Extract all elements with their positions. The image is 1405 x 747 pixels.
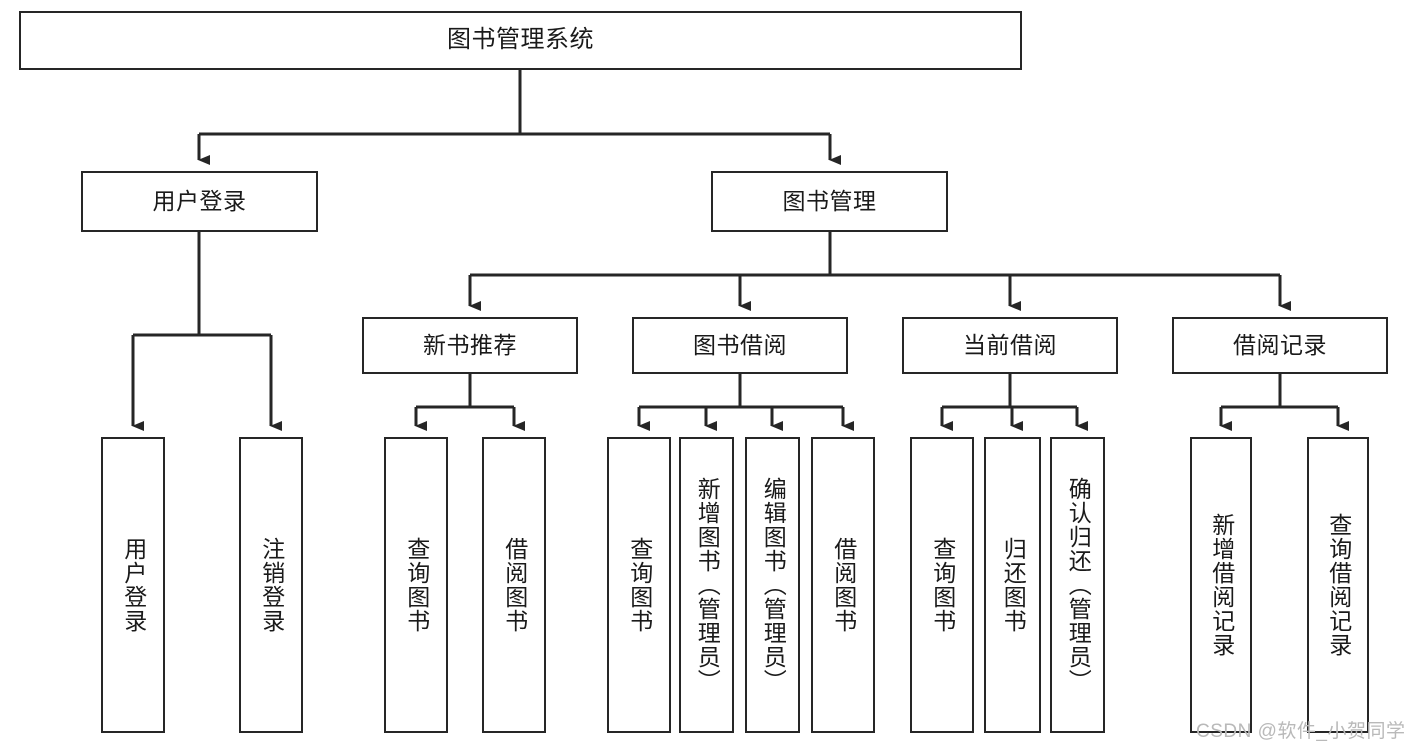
leaf-add-borrow-record-label: 新增借阅记录 — [1208, 513, 1235, 657]
leaf-query-book-current[interactable]: 查询图书 — [910, 437, 974, 733]
leaf-add-book-admin-label: 新增图书（管理员） — [694, 477, 721, 693]
node-root-label: 图书管理系统 — [447, 26, 594, 54]
leaf-query-book-recommend[interactable]: 查询图书 — [384, 437, 448, 733]
root-connectors — [197, 70, 841, 165]
leaf-logout-label: 注销登录 — [258, 537, 285, 633]
current-borrow-connectors — [940, 374, 1088, 431]
leaf-edit-book-admin-label: 编辑图书（管理员） — [760, 477, 787, 693]
leaf-add-book-admin[interactable]: 新增图书（管理员） — [679, 437, 734, 733]
node-current-borrow-label: 当前借阅 — [963, 331, 1057, 358]
node-book-management[interactable]: 图书管理 — [711, 171, 948, 232]
user-login-connectors — [131, 232, 282, 431]
node-new-book-recommend[interactable]: 新书推荐 — [362, 317, 578, 374]
leaf-confirm-return-admin[interactable]: 确认归还（管理员） — [1050, 437, 1105, 733]
leaf-user-login-label: 用户登录 — [120, 537, 147, 633]
leaf-query-book-recommend-label: 查询图书 — [403, 537, 430, 633]
node-new-book-recommend-label: 新书推荐 — [423, 331, 517, 358]
leaf-user-login[interactable]: 用户登录 — [101, 437, 165, 733]
node-book-borrow[interactable]: 图书借阅 — [632, 317, 848, 374]
node-borrow-record[interactable]: 借阅记录 — [1172, 317, 1388, 374]
leaf-query-book-current-label: 查询图书 — [929, 537, 956, 633]
node-current-borrow[interactable]: 当前借阅 — [902, 317, 1118, 374]
node-book-borrow-label: 图书借阅 — [693, 331, 787, 358]
leaf-return-book[interactable]: 归还图书 — [984, 437, 1041, 733]
leaf-query-borrow-record-label: 查询借阅记录 — [1325, 513, 1352, 657]
node-book-management-label: 图书管理 — [782, 187, 877, 214]
leaf-logout[interactable]: 注销登录 — [239, 437, 303, 733]
book-borrow-connectors — [637, 374, 854, 431]
leaf-borrow-book-label: 借阅图书 — [830, 537, 857, 633]
leaf-add-borrow-record[interactable]: 新增借阅记录 — [1190, 437, 1252, 733]
node-borrow-record-label: 借阅记录 — [1233, 331, 1327, 358]
leaf-query-book-borrow[interactable]: 查询图书 — [607, 437, 671, 733]
leaf-return-book-label: 归还图书 — [1000, 537, 1027, 633]
leaf-borrow-book-recommend[interactable]: 借阅图书 — [482, 437, 546, 733]
leaf-confirm-return-admin-label: 确认归还（管理员） — [1065, 477, 1092, 693]
leaf-query-book-borrow-label: 查询图书 — [626, 537, 653, 633]
new-book-connectors — [414, 374, 525, 431]
leaf-query-borrow-record[interactable]: 查询借阅记录 — [1307, 437, 1369, 733]
leaf-borrow-book-recommend-label: 借阅图书 — [501, 537, 528, 633]
node-user-login-label: 用户登录 — [152, 187, 247, 214]
leaf-borrow-book[interactable]: 借阅图书 — [811, 437, 875, 733]
borrow-record-connectors — [1219, 374, 1349, 431]
leaf-edit-book-admin[interactable]: 编辑图书（管理员） — [745, 437, 800, 733]
book-manage-connectors — [468, 232, 1291, 311]
node-user-login[interactable]: 用户登录 — [81, 171, 318, 232]
node-root-system[interactable]: 图书管理系统 — [19, 11, 1022, 70]
csdn-watermark: CSDN @软件_小贺同学 — [1196, 721, 1405, 742]
